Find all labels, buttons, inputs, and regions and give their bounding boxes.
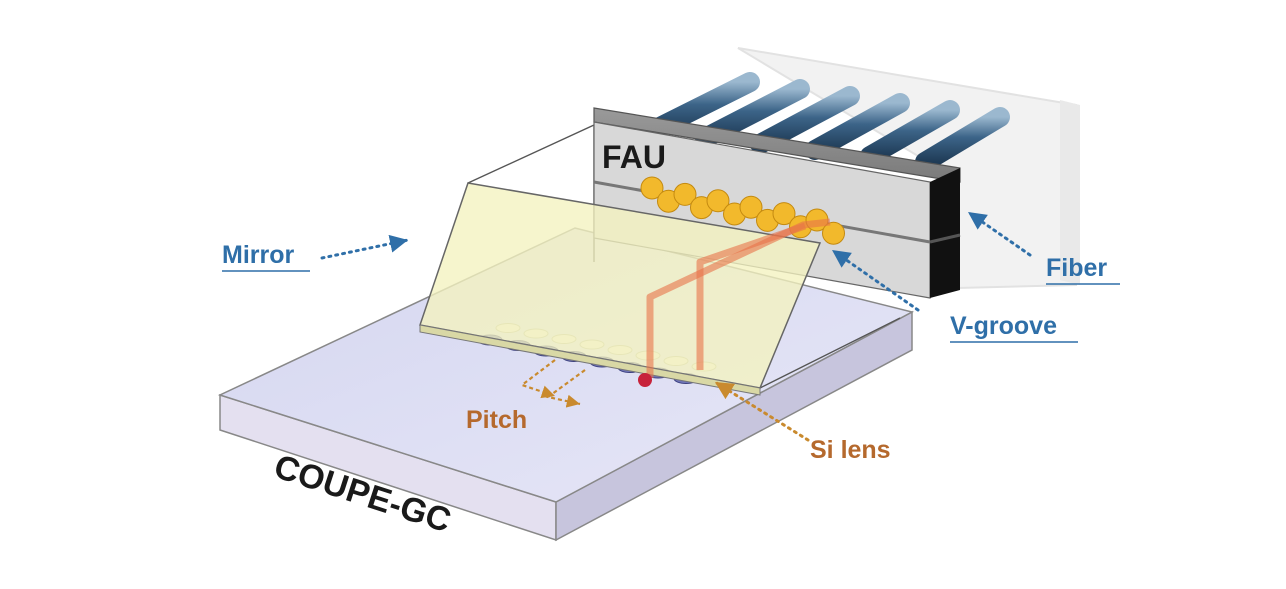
fiber-core-12 xyxy=(822,221,845,245)
mirror-label: Mirror xyxy=(222,241,295,269)
fiber-housing xyxy=(737,47,1080,290)
pitch-label: Pitch xyxy=(466,406,527,434)
fiber-core-9 xyxy=(772,202,796,226)
mirror-prism xyxy=(419,182,822,396)
fiber-6 xyxy=(915,107,1010,172)
fiber-core-1 xyxy=(640,176,664,200)
callout-arrows xyxy=(320,210,1032,442)
active-grating-coupler xyxy=(638,373,652,387)
si-lens-arrow xyxy=(713,380,810,442)
fiber-3 xyxy=(750,86,860,154)
si-lens-label: Si lens xyxy=(810,436,891,464)
fiber-5 xyxy=(860,100,960,166)
fiber-core-7 xyxy=(739,195,763,219)
mirror-arrow xyxy=(320,234,410,260)
fiber-label: Fiber xyxy=(1046,254,1107,282)
pitch-indicator-2 xyxy=(545,369,586,408)
fiber-4 xyxy=(805,93,910,160)
beam-path-1 xyxy=(646,218,831,378)
vgroove-label: V-groove xyxy=(950,312,1057,340)
fiber-core-3 xyxy=(673,182,697,206)
fiber-core-5 xyxy=(706,189,730,213)
fau-label: FAU xyxy=(602,139,666,175)
vgroove-arrow xyxy=(830,248,920,312)
light-beam-paths xyxy=(646,218,831,378)
pitch-indicator-1 xyxy=(519,359,556,399)
beam-path-2 xyxy=(696,222,807,370)
fiber-arrow xyxy=(966,210,1032,257)
